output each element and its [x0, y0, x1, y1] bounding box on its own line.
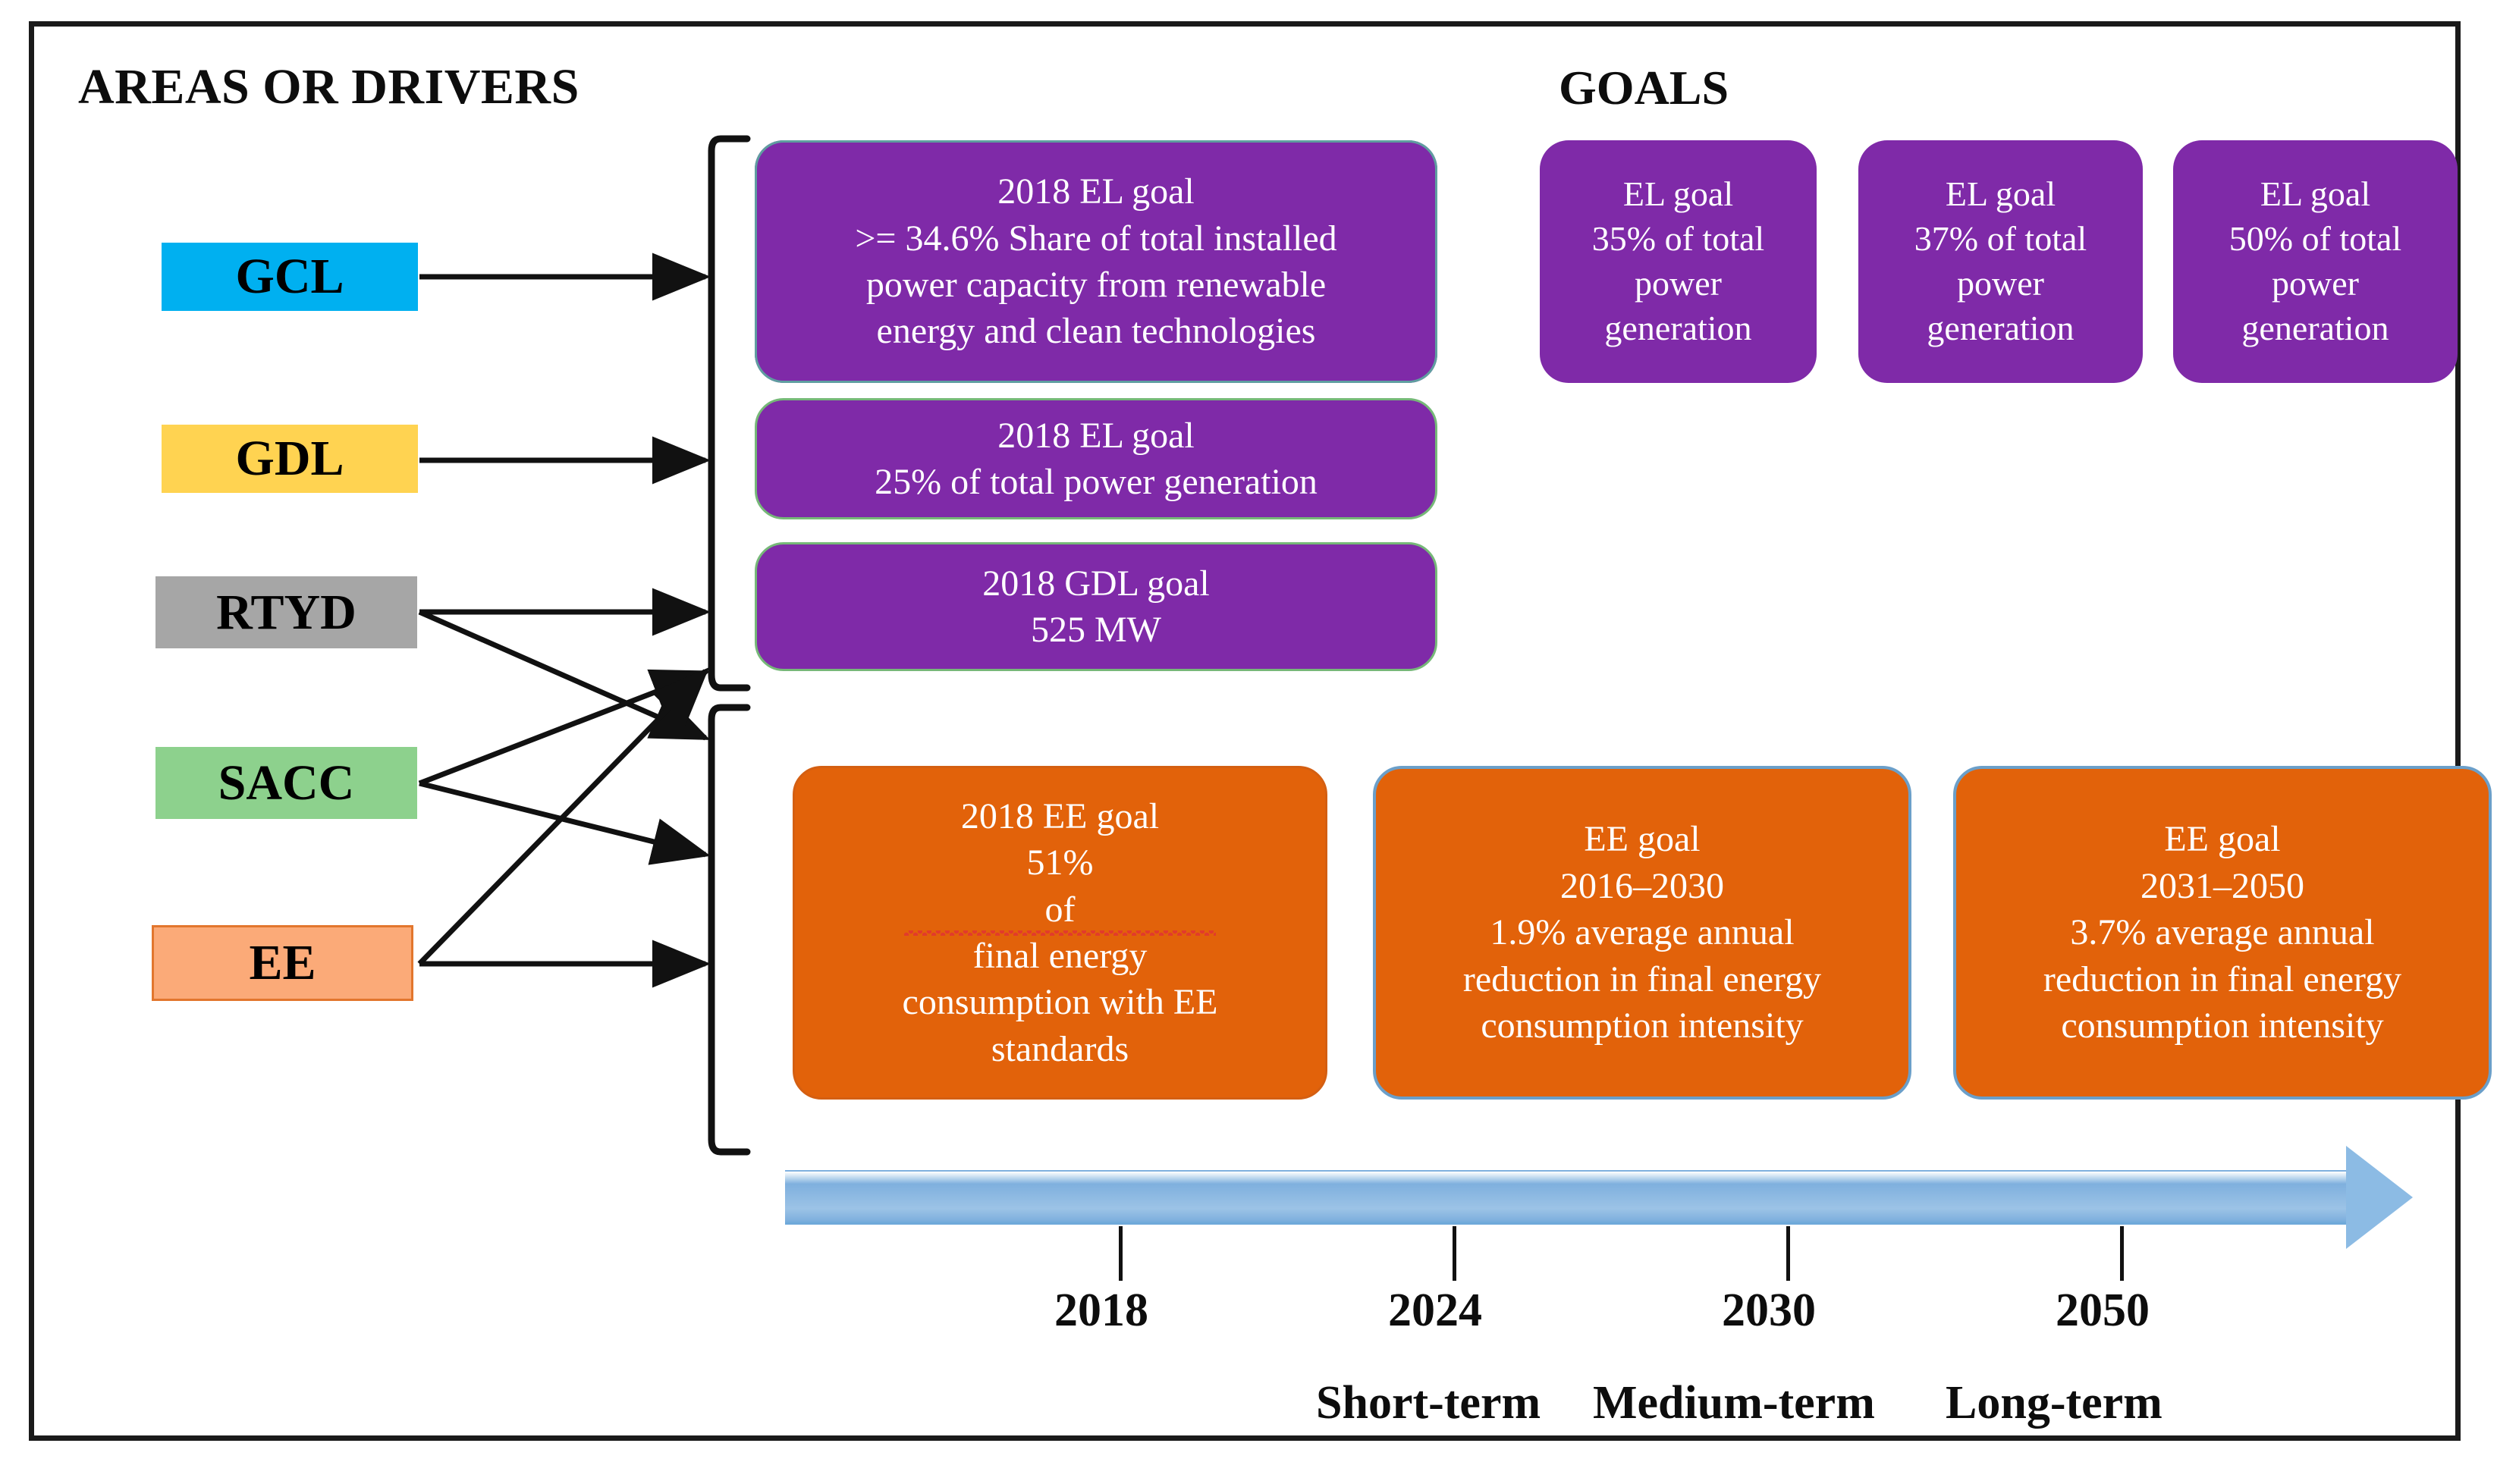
goal-line: 37% of total: [1914, 219, 2087, 259]
timeline-term-label: Long-term: [1946, 1377, 2162, 1429]
timeline-tick-2018: [1119, 1226, 1123, 1281]
goal-line: generation: [2241, 308, 2389, 347]
goal-line: 525 MW: [1031, 610, 1161, 650]
goal-line-part: 51%: [1026, 842, 1094, 883]
misspelled-word: of: [903, 886, 1218, 937]
goal-line: 3.7% average annual: [2070, 912, 2375, 953]
bracket-electricity-goals: [708, 135, 751, 692]
goal-line: generation: [1604, 308, 1752, 347]
driver-chip-sacc[interactable]: SACC: [155, 747, 417, 819]
goal-line: 1.9% average annual: [1490, 912, 1795, 953]
goal-line: power capacity from renewable: [865, 265, 1327, 305]
timeline: 2018 2024 2030 2050 Short-term Medium-te…: [785, 1146, 2454, 1429]
goal-card-ee-2031-2050[interactable]: EE goal 2031–2050 3.7% average annual re…: [1953, 766, 2492, 1100]
timeline-year-label: 2024: [1388, 1285, 1482, 1336]
driver-chip-ee[interactable]: EE: [152, 925, 413, 1001]
diagram-frame: AREAS OR DRIVERS GOALS GCL GDL RTYD SACC…: [29, 21, 2492, 1441]
goal-line: power: [2272, 264, 2359, 303]
goal-line-part: final energy: [972, 936, 1148, 976]
goal-line: EE goal: [1584, 819, 1701, 860]
bracket-efficiency-goals: [708, 704, 751, 1156]
goal-line: reduction in final energy: [1462, 958, 1822, 999]
arrow-ee-to-electricity: [417, 667, 709, 966]
timeline-tick-2030: [1786, 1226, 1790, 1281]
goal-line: 25% of total power generation: [875, 462, 1318, 502]
goal-line: 35% of total: [1591, 219, 1765, 259]
goal-line: consumption intensity: [2061, 1006, 2384, 1046]
goal-card-ee-2016-2030[interactable]: EE goal 2016–2030 1.9% average annual re…: [1373, 766, 1911, 1100]
goal-line: consumption intensity: [1481, 1006, 1804, 1046]
goal-line: 50% of total: [2228, 219, 2402, 259]
goal-line: standards: [991, 1028, 1129, 1069]
timeline-year-label: 2050: [2056, 1285, 2150, 1336]
goal-card-el-2018-capacity[interactable]: 2018 EL goal >= 34.6% Share of total ins…: [755, 140, 1437, 383]
timeline-year-label: 2018: [1054, 1285, 1148, 1336]
timeline-arrow-head: [2346, 1146, 2413, 1249]
timeline-arrow-bar: [785, 1170, 2348, 1225]
arrow-sacc-to-electricity: [418, 669, 711, 786]
goal-line: power: [1635, 264, 1722, 303]
arrow-sacc-to-efficiency: [419, 780, 711, 865]
goal-line: EL goal: [1945, 174, 2056, 214]
goal-line: reduction in final energy: [2043, 958, 2402, 999]
goal-line: EL goal: [1622, 174, 1734, 214]
timeline-tick-2050: [2120, 1226, 2124, 1281]
goal-line: 2018 EL goal: [997, 415, 1195, 456]
goal-card-el-2030[interactable]: EL goal 37% of total power generation: [1858, 140, 2143, 383]
goal-line: energy and clean technologies: [876, 311, 1316, 352]
goal-line: 51% of final energy: [903, 839, 1218, 979]
goal-card-gdl-2018[interactable]: 2018 GDL goal 525 MW: [755, 542, 1437, 671]
goal-line: consumption with EE: [902, 982, 1218, 1023]
goal-line: 2016–2030: [1559, 865, 1724, 906]
goal-card-ee-2018[interactable]: 2018 EE goal 51% of final energy consump…: [793, 766, 1327, 1100]
goal-card-el-2018-generation[interactable]: 2018 EL goal 25% of total power generati…: [755, 398, 1437, 519]
goal-line: 2031–2050: [2140, 865, 2304, 906]
page-title-areas-or-drivers: AREAS OR DRIVERS: [78, 59, 579, 115]
timeline-tick-2024: [1453, 1226, 1456, 1281]
goal-card-el-2024[interactable]: EL goal 35% of total power generation: [1540, 140, 1817, 383]
goal-line: power: [1957, 264, 2044, 303]
goal-line: EE goal: [2164, 819, 2281, 860]
timeline-term-label: Short-term: [1316, 1377, 1541, 1429]
goal-line: generation: [1927, 308, 2075, 347]
goal-line: 2018 GDL goal: [982, 563, 1210, 604]
goal-line: >= 34.6% Share of total installed: [855, 218, 1337, 259]
page-title-goals: GOALS: [1559, 61, 1729, 115]
driver-chip-gcl[interactable]: GCL: [162, 243, 418, 311]
goal-card-el-2050[interactable]: EL goal 50% of total power generation: [2173, 140, 2458, 383]
driver-chip-gdl[interactable]: GDL: [162, 425, 418, 493]
timeline-term-label: Medium-term: [1593, 1377, 1875, 1429]
timeline-year-label: 2030: [1722, 1285, 1816, 1336]
arrow-rtyd-to-efficiency: [418, 609, 711, 741]
driver-chip-rtyd[interactable]: RTYD: [155, 576, 417, 648]
goal-line: 2018 EE goal: [960, 795, 1160, 836]
goal-line: 2018 EL goal: [997, 171, 1195, 212]
goal-line: EL goal: [2260, 174, 2371, 214]
